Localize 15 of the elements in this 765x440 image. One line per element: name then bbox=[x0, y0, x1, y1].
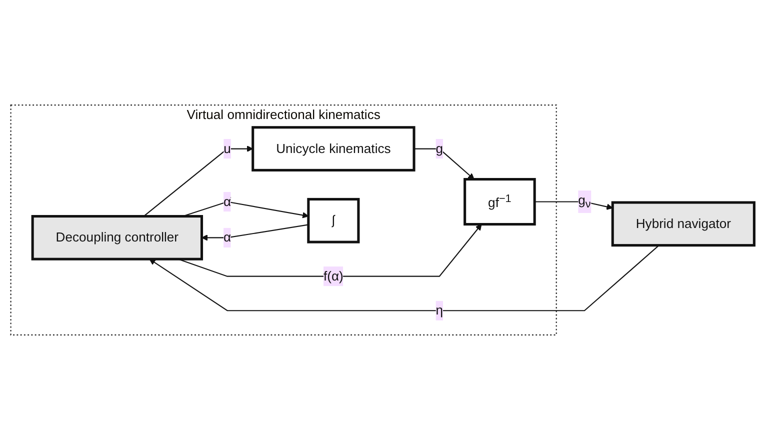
arrow bbox=[414, 148, 474, 180]
edge-label: u bbox=[224, 141, 231, 156]
edge-label: f(α) bbox=[323, 268, 344, 284]
arrow bbox=[143, 146, 254, 217]
node-box: Unicycle kinematics bbox=[252, 126, 416, 172]
node-box: Hybrid navigator bbox=[611, 201, 756, 247]
arrow bbox=[534, 201, 613, 210]
node-box: gf$^{−1}$ bbox=[464, 178, 536, 226]
edge-label: g bbox=[436, 141, 444, 156]
node-box: Decoupling controller bbox=[31, 215, 204, 260]
arrow bbox=[149, 244, 660, 312]
edge-label: η bbox=[436, 303, 444, 318]
edge-label: α bbox=[224, 230, 232, 245]
arrow bbox=[201, 224, 308, 241]
edge-label: g$_{ν}$ bbox=[578, 192, 591, 211]
